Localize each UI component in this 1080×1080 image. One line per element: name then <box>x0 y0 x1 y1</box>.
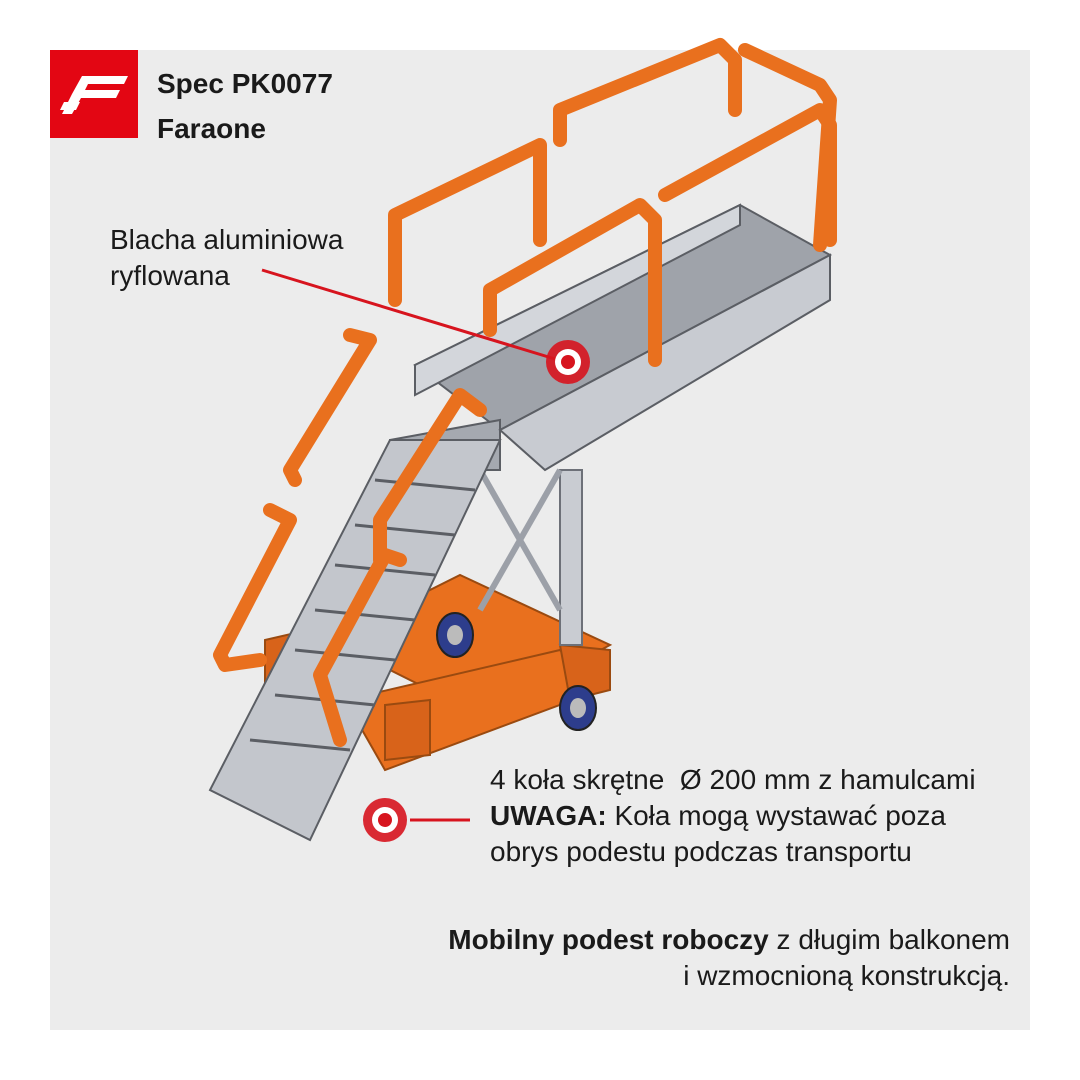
product-description: Mobilny podest roboczy z długim balkonem… <box>448 922 1010 994</box>
warning-text: Koła mogą wystawać poza <box>614 800 946 831</box>
description-rest1: z długim balkonem <box>776 924 1010 955</box>
balcony-deck <box>389 203 833 472</box>
wheels-callout-line1: 4 koła skrętne Ø 200 mm z hamulcami <box>490 762 976 798</box>
callout-lines <box>261 268 566 822</box>
faraone-logo-icon <box>50 50 138 138</box>
wheels-size: 200 mm z hamulcami <box>709 764 976 795</box>
description-line1: Mobilny podest roboczy z długim balkonem <box>448 922 1010 958</box>
company-name: Faraone <box>157 113 266 144</box>
description-bold: Mobilny podest roboczy <box>448 924 769 955</box>
wheels-callout: 4 koła skrętne Ø 200 mm z hamulcami UWAG… <box>490 762 976 870</box>
wheels-count: 4 koła skrętne <box>490 764 665 795</box>
warning-label: UWAGA: <box>490 800 607 831</box>
diameter-symbol: Ø <box>679 764 702 795</box>
support-posts <box>477 468 583 646</box>
wheels-warning: UWAGA: Koła mogą wystawać poza <box>490 798 976 834</box>
marker-icon <box>546 340 590 384</box>
plate-callout: Blacha aluminiowa ryflowana <box>110 222 343 294</box>
stairs <box>208 439 502 842</box>
marker-icon <box>363 798 407 842</box>
wheels-callout-line3: obrys podestu podczas transportu <box>490 836 912 867</box>
description-line2: i wzmocnioną konstrukcją. <box>683 960 1010 991</box>
plate-callout-line1: Blacha aluminiowa <box>110 224 344 255</box>
spec-code: Spec PK0077 <box>157 68 333 99</box>
plate-callout-line2: ryflowana <box>110 260 230 291</box>
railings <box>213 38 837 747</box>
